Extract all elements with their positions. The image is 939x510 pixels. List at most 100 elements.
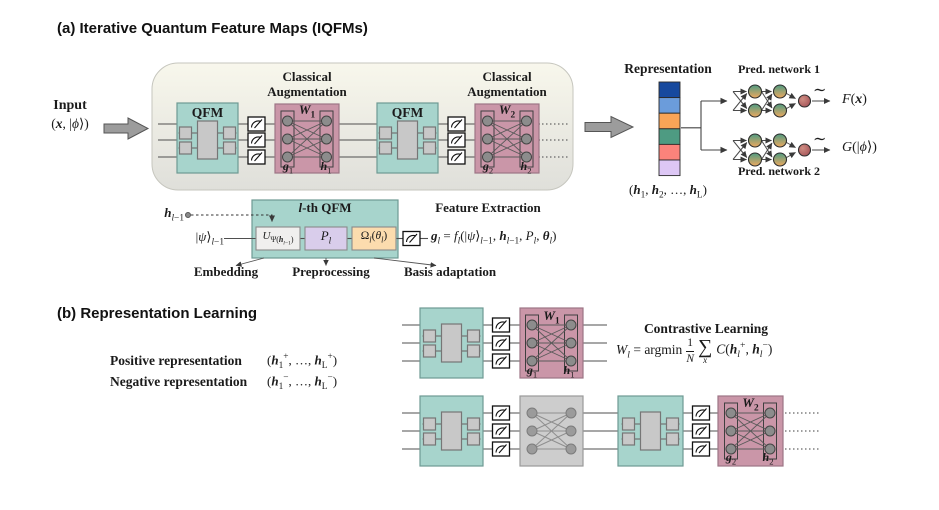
contrastive-learning-title: Contrastive Learning: [643, 321, 769, 336]
qfm2-label: QFM: [391, 105, 424, 120]
qfm-block-b1: [419, 307, 484, 379]
basis-box-label: Ωl(θl): [360, 230, 388, 245]
measurement-icon: [691, 423, 711, 439]
measurement-icon: [491, 405, 511, 421]
augmentation-block-b1: [519, 307, 584, 379]
input-arrow: [103, 117, 150, 140]
eq-lhs: Wl = argmin: [616, 341, 683, 361]
h-input-label: hl−1: [164, 205, 184, 224]
measurement-icon: [447, 149, 466, 165]
measurement-icon: [491, 353, 511, 369]
h-input-dot: [185, 212, 191, 218]
input-label: Input: [53, 98, 87, 113]
g-output: G(|ϕ⟩): [842, 140, 877, 155]
rep-cell: [658, 128, 681, 145]
detail-callout-arrows: [235, 257, 437, 268]
g2-label: g2: [482, 159, 494, 176]
rep-cell: [658, 159, 681, 177]
pred-network-1-label: Pred. network 1: [737, 62, 821, 76]
w2b-label: W2: [742, 395, 759, 414]
qfm-block-b2b: [617, 395, 684, 467]
measurement-icon: [491, 317, 511, 333]
eq-frac-den: N: [686, 352, 694, 365]
representation-title: Representation: [624, 61, 712, 76]
sigma-subscript: x: [703, 355, 708, 366]
sigma-symbol: ∑: [697, 336, 713, 359]
measurement-icons-2: [447, 116, 466, 165]
measurement-icon: [491, 335, 511, 351]
branch-bracket: [681, 97, 728, 154]
augmentation-block-2: [474, 103, 540, 174]
representation-vector: [658, 81, 681, 177]
preprocessing-box: [304, 226, 348, 251]
preprocessing-label: Preprocessing: [292, 264, 370, 279]
embedding-box-label: UΨ(hl−1): [262, 230, 294, 247]
eq-sum: ∑ x: [697, 336, 713, 366]
augmentation-block-b2: [717, 395, 784, 467]
measurement-icon: [402, 230, 421, 247]
eq-fraction: 1 N: [686, 337, 694, 365]
measurement-icon: [447, 116, 466, 132]
preprocess-box-label: Pl: [320, 228, 332, 247]
measurement-icons-b2a: [491, 405, 511, 457]
basis-adaptation-label: Basis adaptation: [403, 264, 497, 279]
measurement-icon: [247, 149, 266, 165]
embedding-label: Embedding: [193, 264, 259, 279]
h-input-dashed-arrow: [191, 214, 276, 222]
measurement-icon: [447, 132, 466, 148]
measurement-icon: [491, 423, 511, 439]
f-output: F(x): [842, 92, 867, 107]
positive-representation-label: Positive representation: [110, 353, 242, 368]
section-b-title: (b) Representation Learning: [57, 305, 258, 322]
contrastive-equation: Wl = argmin 1 N ∑ x C(hl+, hl−): [616, 336, 773, 366]
frozen-augmentation-block: [519, 395, 584, 467]
measurement-icon: [691, 405, 711, 421]
rep-cell: [658, 81, 681, 99]
qfm-block-b2a: [419, 395, 484, 467]
measurement-icon: [491, 441, 511, 457]
g2b-label: g2: [725, 450, 737, 467]
g1-label: g1: [282, 159, 294, 176]
augmentation-block-1: [274, 103, 340, 174]
tilde-2: ∼: [813, 131, 827, 148]
representation-arrow: [584, 115, 635, 139]
negative-representation-label: Negative representation: [110, 374, 248, 389]
qfm-block-1: [176, 102, 239, 174]
feature-extraction-equation: gl = fl(|ψ⟩l−1, hl−1, Pl, θl): [431, 228, 557, 247]
tilde-1: ∼: [813, 82, 827, 99]
fraction-bar: [686, 351, 694, 352]
w1b-label: W1: [543, 308, 560, 327]
measurement-icons-b1: [491, 317, 511, 369]
feature-extraction-title: Feature Extraction: [435, 200, 541, 215]
positive-representation-math: (h1+, …, hL+): [267, 352, 338, 371]
w2-label: W2: [498, 102, 516, 121]
eq-frac-num: 1: [687, 337, 694, 349]
representation-caption: (h1, h2, …, hL): [629, 182, 707, 201]
qfm1-label: QFM: [191, 105, 224, 120]
h1-label: h1: [320, 159, 332, 176]
basis-adaptation-box: [351, 226, 397, 251]
section-a-title: (a) Iterative Quantum Feature Maps (IQFM…: [57, 20, 368, 37]
rep-cell: [658, 97, 681, 114]
rep-cell: [658, 112, 681, 130]
lth-qfm-title: l-th QFM: [298, 200, 352, 215]
eq-rhs: C(hl+, hl−): [716, 340, 773, 361]
pred-network-2-label: Pred. network 2: [737, 164, 821, 178]
embedding-unitary-box: [255, 226, 301, 251]
h2-label: h2: [520, 159, 532, 176]
input-math: (x, |ϕ⟩): [51, 116, 89, 131]
dotted-wires-a: [542, 123, 570, 158]
dotted-wires-b2: [785, 412, 820, 450]
h2b-label: h2: [762, 450, 774, 467]
measurement-icon: [691, 441, 711, 457]
negative-representation-math: (h1−, …, hL−): [267, 373, 338, 392]
qfm-block-2: [376, 102, 439, 174]
psi-input-label: |ψ⟩l−1: [195, 229, 224, 248]
measurement-icons-b2b: [691, 405, 711, 457]
rep-cell: [658, 143, 681, 161]
w1-label: W1: [298, 102, 316, 121]
